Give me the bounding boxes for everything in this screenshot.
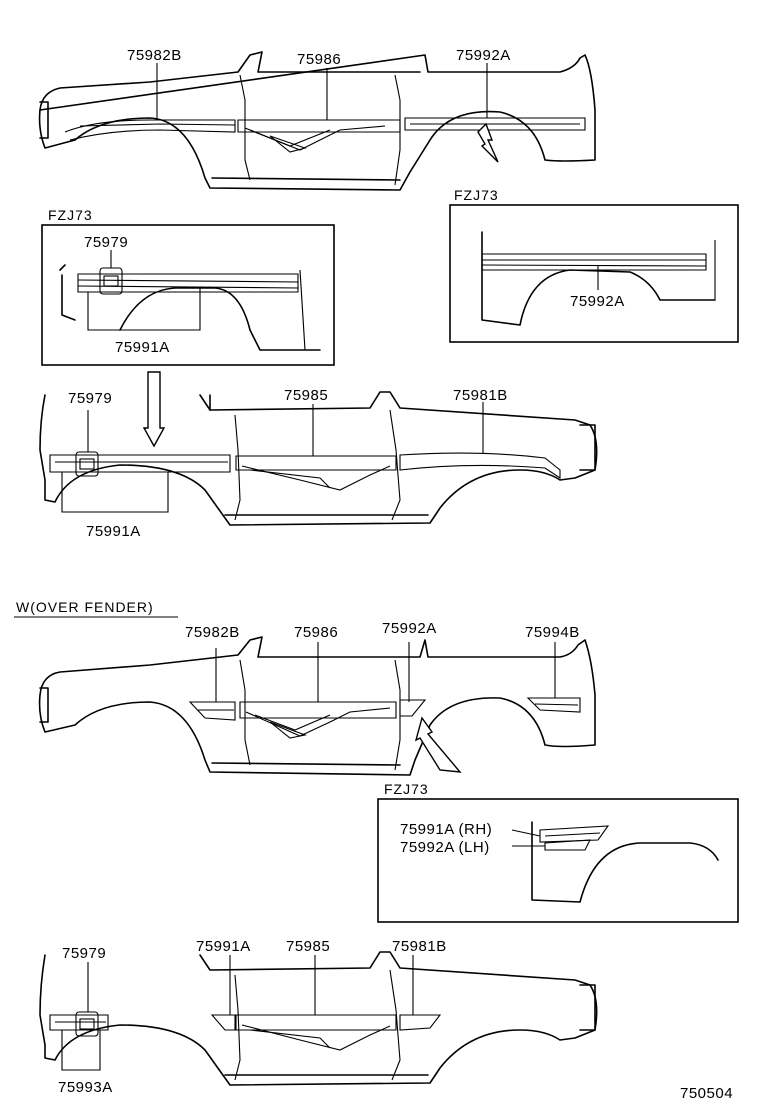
p1-label-75992a: 75992A (456, 47, 511, 64)
p2-label-75985: 75985 (284, 387, 328, 404)
p4-label-75985: 75985 (286, 938, 330, 955)
section-w-title: W(OVER FENDER) (16, 599, 154, 615)
diagram-code: 750504 (680, 1085, 733, 1102)
p3-label-75982b: 75982B (185, 624, 240, 641)
panel-4-body-side-view: 75979 75991A 75985 75981B 75993A (39, 938, 598, 1096)
p3-label-75994b: 75994B (525, 624, 580, 641)
down-arrow-icon (142, 371, 166, 448)
p2-label-75981b: 75981B (453, 387, 508, 404)
p2-label-75991a: 75991A (86, 523, 141, 540)
p3-label-75986: 75986 (294, 624, 338, 641)
p4-label-75993a: 75993A (58, 1079, 113, 1096)
p1-label-75986: 75986 (297, 51, 341, 68)
inset-2-fzj73-front-stripe: FZJ73 75992A (449, 187, 739, 343)
inset1-label-75991a: 75991A (115, 339, 170, 356)
inset-3-fzj73-fender-stripe: FZJ73 75991A (RH) 75992A (LH) (377, 781, 739, 923)
panel-2-body-side-view: 75979 75985 75981B 75991A (39, 387, 598, 540)
p3-label-75992a: 75992A (382, 620, 437, 637)
inset3-label-lh: 75992A (LH) (400, 839, 490, 856)
inset3-frame (377, 798, 739, 923)
panel-3-body-side-view: 75982B 75986 75992A 75994B (38, 620, 596, 776)
p4-label-75979: 75979 (62, 945, 106, 962)
inset3-label-rh: 75991A (RH) (400, 821, 492, 838)
p4-label-75981b: 75981B (392, 938, 447, 955)
p1-label-75982b: 75982B (127, 47, 182, 64)
p4-label-75991a: 75991A (196, 938, 251, 955)
inset2-frame (449, 204, 739, 343)
inset3-title: FZJ73 (384, 781, 429, 797)
inset2-label-75992a: 75992A (570, 293, 625, 310)
inset2-title: FZJ73 (454, 187, 499, 203)
inset1-title: FZJ73 (48, 207, 93, 223)
panel-1-body-side-view: 75982B 75986 75992A (38, 47, 596, 191)
inset1-label-75979: 75979 (84, 234, 128, 251)
inset-1-fzj73-rear-stripe: FZJ73 75979 75991A (41, 207, 335, 366)
inset1-frame (41, 224, 335, 366)
p2-label-75979: 75979 (68, 390, 112, 407)
